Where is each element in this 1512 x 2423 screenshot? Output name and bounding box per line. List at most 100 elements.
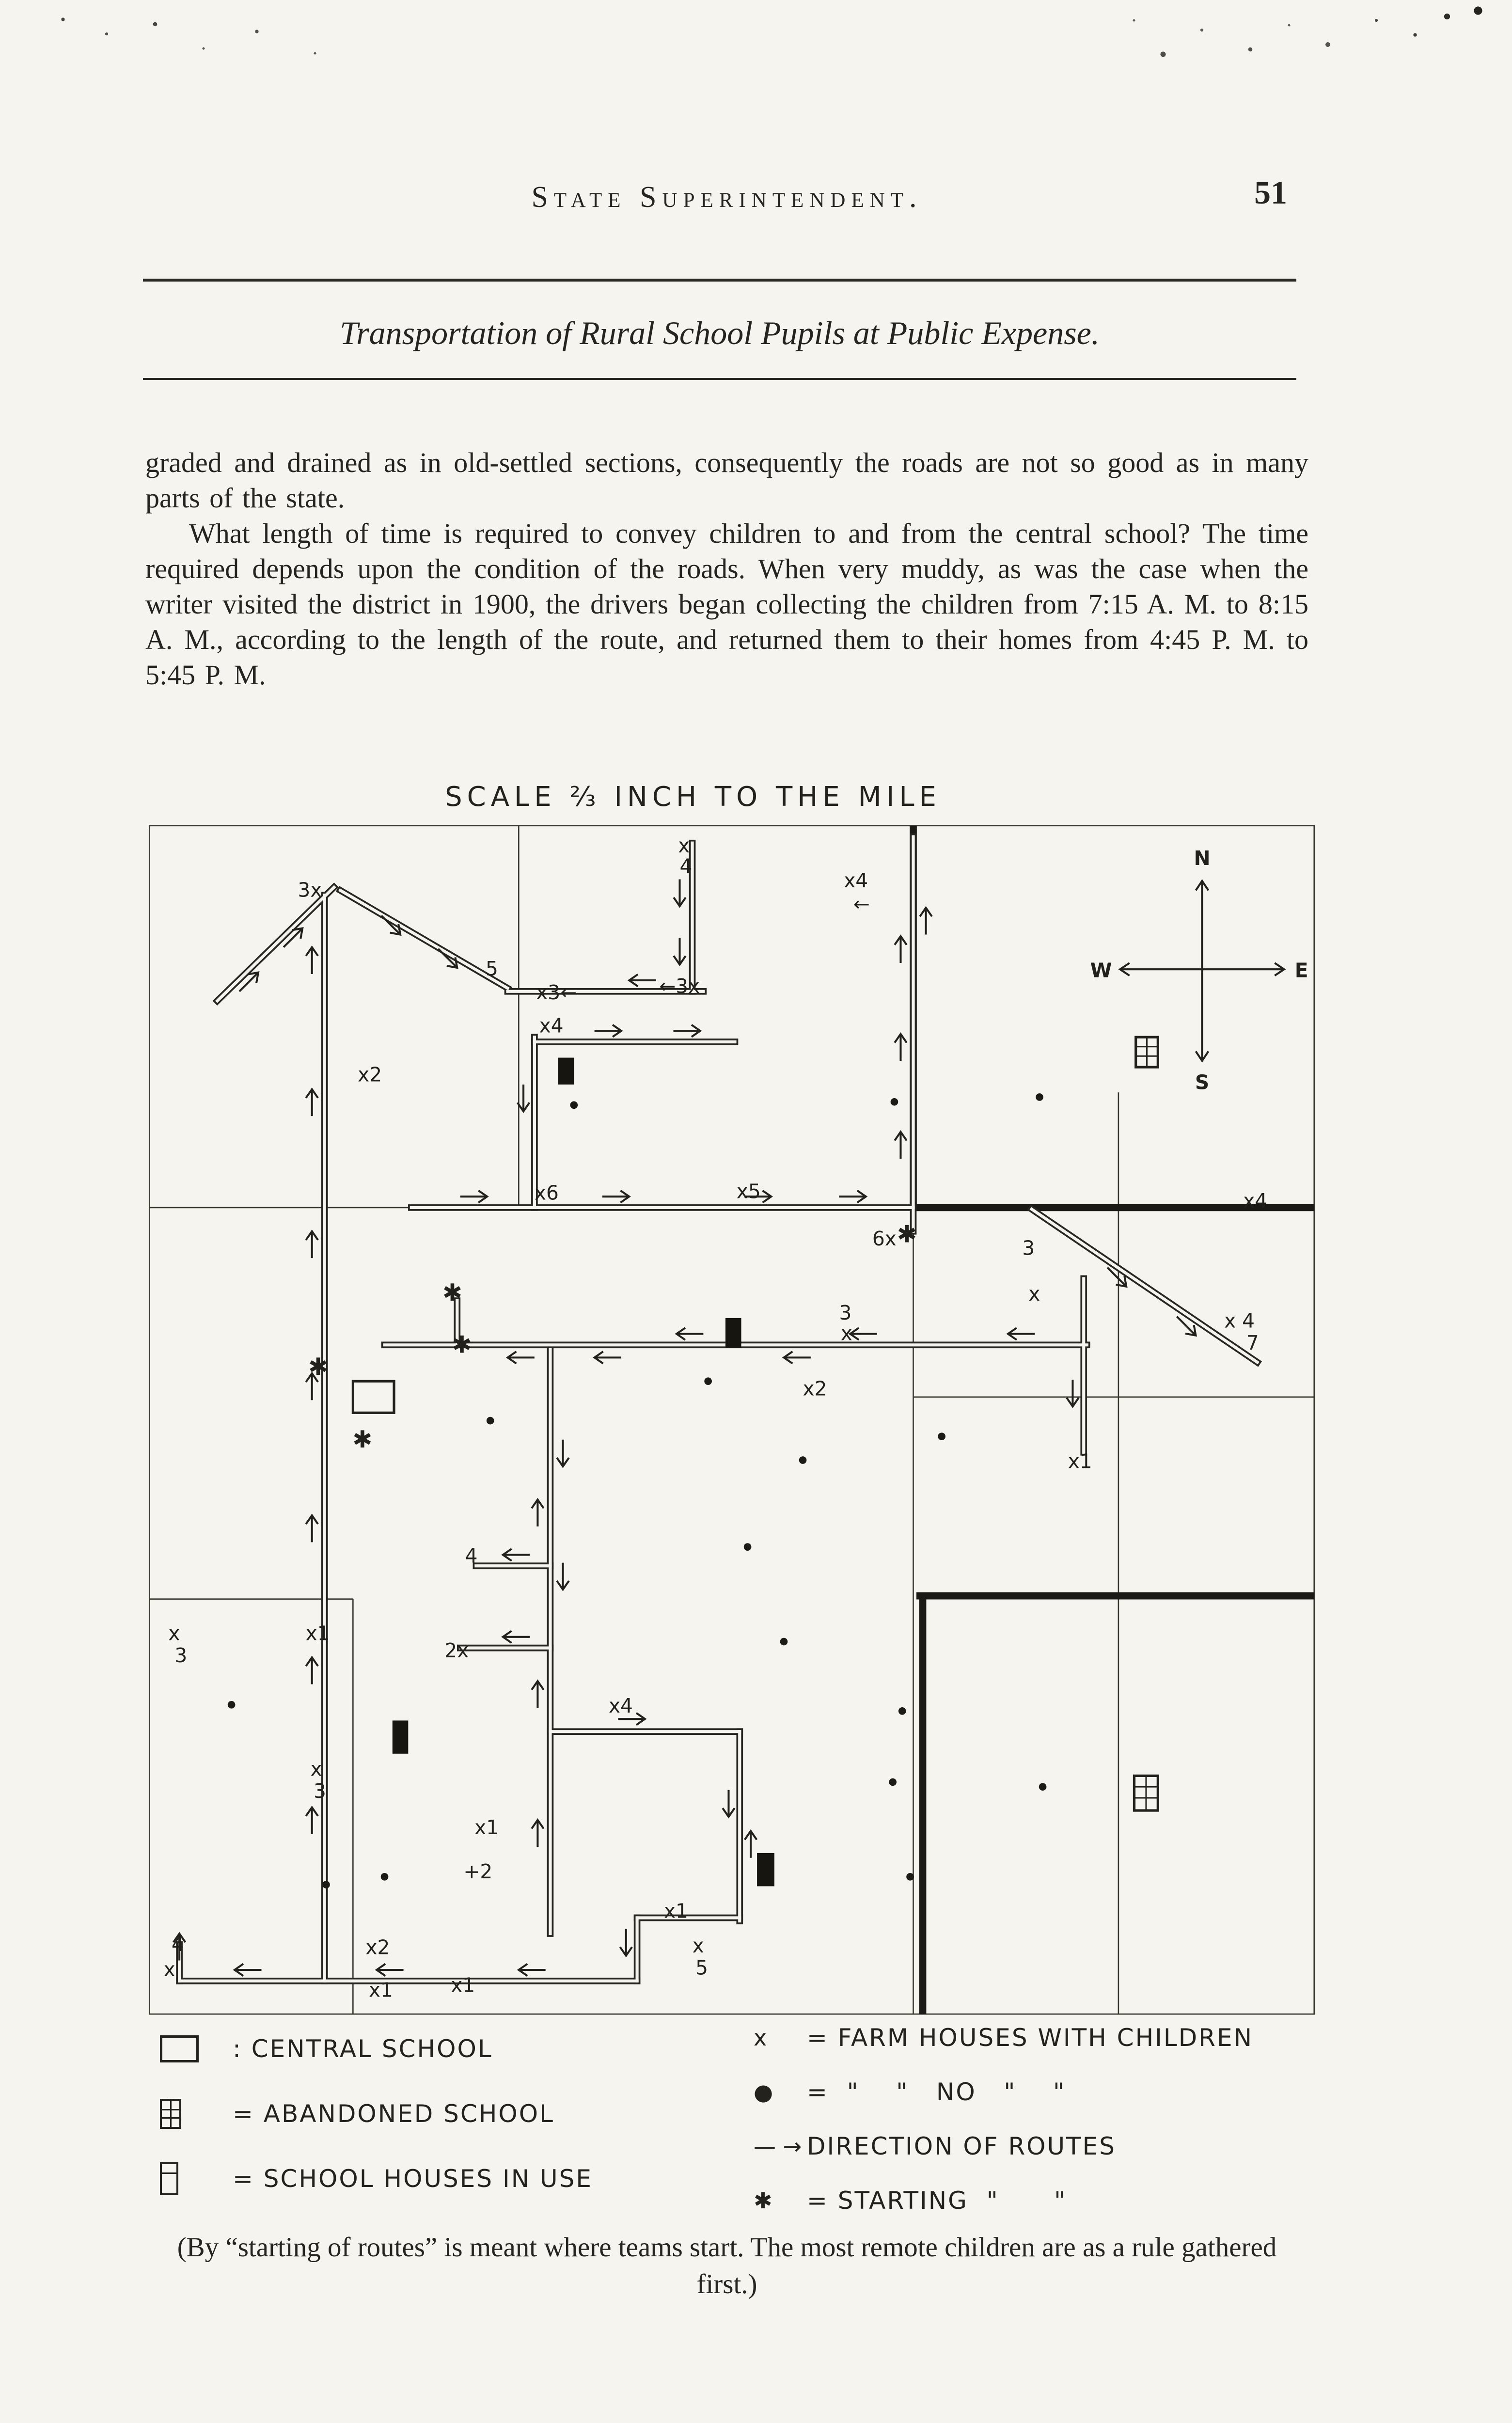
map-label: x (1028, 1282, 1040, 1306)
map-label: x (693, 1934, 704, 1957)
compass-ns-arrow (1195, 879, 1210, 1063)
farmhouse-dot-symbol: ● (754, 2079, 773, 2105)
route-direction-arrow (305, 1513, 319, 1542)
route-direction-arrow (238, 971, 260, 992)
route-direction-arrow (744, 1829, 758, 1858)
legend-label: = ABANDONED SCHOOL (233, 2100, 554, 2128)
map-label: 4 (172, 1933, 184, 1956)
school-in-use-marker (725, 1318, 741, 1348)
route-direction-arrow (619, 1929, 633, 1958)
route-direction-arrow (1106, 1267, 1128, 1288)
route-direction-arrow (305, 945, 319, 974)
map-label: 3 (174, 1644, 187, 1667)
route-direction-arrow (618, 1712, 647, 1726)
map-label: x3← (536, 981, 577, 1004)
route-direction-arrow (848, 1327, 877, 1341)
starting-asterisk-symbol: ✱ (754, 2187, 772, 2214)
farmhouse-dots (227, 1093, 1047, 1888)
map-label: x5 (737, 1180, 761, 1203)
route-direction-arrow (305, 1087, 319, 1117)
route-start-asterisk: ✱ (452, 1331, 472, 1359)
legend-route-direction: — → DIRECTION OF ROUTES (754, 2125, 1253, 2167)
map-label: 4 (465, 1544, 478, 1568)
route-arrows (173, 879, 1197, 1977)
legend-route-start: ✱ = STARTING " " (754, 2180, 1253, 2221)
map-label: x (678, 834, 690, 857)
map-label: x1 (664, 1900, 688, 1923)
route-direction-arrow (531, 1497, 545, 1526)
route-direction-arrow (1006, 1327, 1035, 1341)
route-direction-arrow (722, 1790, 736, 1819)
route-roads-inner (179, 837, 1257, 1981)
route-direction-arrow (627, 973, 656, 988)
route-direction-arrow (380, 915, 402, 936)
map-label: x2 (358, 1063, 382, 1086)
farmhouse-no-children-dot (704, 1377, 712, 1385)
map-label: x2 (365, 1935, 390, 1959)
route-direction-arrow (839, 1190, 868, 1204)
map-label: x1 (474, 1816, 499, 1839)
map-label: x (164, 1958, 175, 1981)
farmhouse-no-children-dot (889, 1778, 897, 1786)
body-text: graded and drained as in old-settled sec… (145, 445, 1308, 692)
abandoned-school-marker (1134, 1036, 1159, 1069)
running-head: State Superintendent. (531, 181, 923, 214)
farmhouse-no-children-dot (380, 1873, 389, 1881)
route-direction-arrow (283, 927, 304, 948)
route-direction-arrow (233, 1963, 262, 1977)
legend-farmhouse-children: x = FARM HOUSES WITH CHILDREN (754, 2017, 1253, 2059)
map-label: x4 (844, 869, 868, 892)
legend-school-in-use: = SCHOOL HOUSES IN USE (160, 2158, 593, 2200)
map-label: 5 (695, 1956, 708, 1980)
map-label: x2 (803, 1377, 827, 1400)
route-start-asterisk: ✱ (308, 1353, 328, 1381)
legend-label: = " " NO " " (807, 2078, 1066, 2106)
route-direction-arrow (517, 1963, 546, 1977)
route-direction-arrow (375, 1963, 404, 1977)
legend-label: = STARTING " " (807, 2187, 1067, 2215)
route-direction-arrow (602, 1190, 631, 1204)
scan-noise (1105, 0, 1512, 73)
map-label: x1 (451, 1974, 475, 1997)
abandoned-school-symbol (160, 2099, 181, 2129)
route-direction-arrow (556, 1439, 570, 1468)
route-start-asterisk: ✱ (352, 1426, 372, 1453)
farmhouse-no-children-dot (898, 1707, 906, 1715)
route-direction-arrow (673, 1024, 702, 1038)
map-label: 7 (1246, 1331, 1259, 1354)
route-direction-arrow (673, 938, 687, 967)
route-direction-arrow (782, 1351, 811, 1365)
route-direction-arrow (673, 879, 687, 908)
page-title: Transportation of Rural School Pupils at… (340, 315, 1100, 351)
paragraph: graded and drained as in old-settled sec… (145, 447, 1308, 514)
map-label: x 4 (1224, 1309, 1255, 1332)
farmhouse-no-children-dot (906, 1873, 914, 1881)
map-label: x6 (535, 1181, 559, 1205)
map-label: x4 (609, 1694, 633, 1717)
compass-east-label: E (1295, 959, 1308, 982)
legend-label: = FARM HOUSES WITH CHILDREN (807, 2024, 1254, 2052)
farmhouse-no-children-dot (1039, 1783, 1047, 1791)
compass-we-arrow (1118, 962, 1286, 976)
route-direction-arrow (894, 934, 908, 963)
central-school-marker (351, 1380, 395, 1414)
route-direction-arrow (305, 1805, 319, 1834)
map-label: 2x (444, 1639, 469, 1662)
map-label: 3x (298, 878, 322, 901)
farmhouse-no-children-dot (1036, 1093, 1043, 1101)
central-school-symbol (160, 2035, 199, 2062)
farmhouse-x-symbol: x (754, 2025, 767, 2051)
legend-label: = SCHOOL HOUSES IN USE (233, 2165, 593, 2193)
route-direction-arrow (556, 1562, 570, 1591)
map-label: x (168, 1621, 180, 1645)
map-label: 3 (314, 1779, 326, 1803)
farmhouse-no-children-dot (890, 1098, 898, 1106)
legend-label: DIRECTION OF ROUTES (807, 2132, 1117, 2160)
title-rule-top (143, 279, 1296, 282)
map-label: 4 (680, 855, 693, 878)
map-label: x1 (306, 1621, 330, 1645)
direction-arrow-symbol: — → (754, 2133, 802, 2159)
farmhouse-no-children-dot (743, 1543, 752, 1551)
map-legend-left: : CENTRAL SCHOOL = ABANDONED SCHOOL = SC… (160, 2028, 593, 2200)
